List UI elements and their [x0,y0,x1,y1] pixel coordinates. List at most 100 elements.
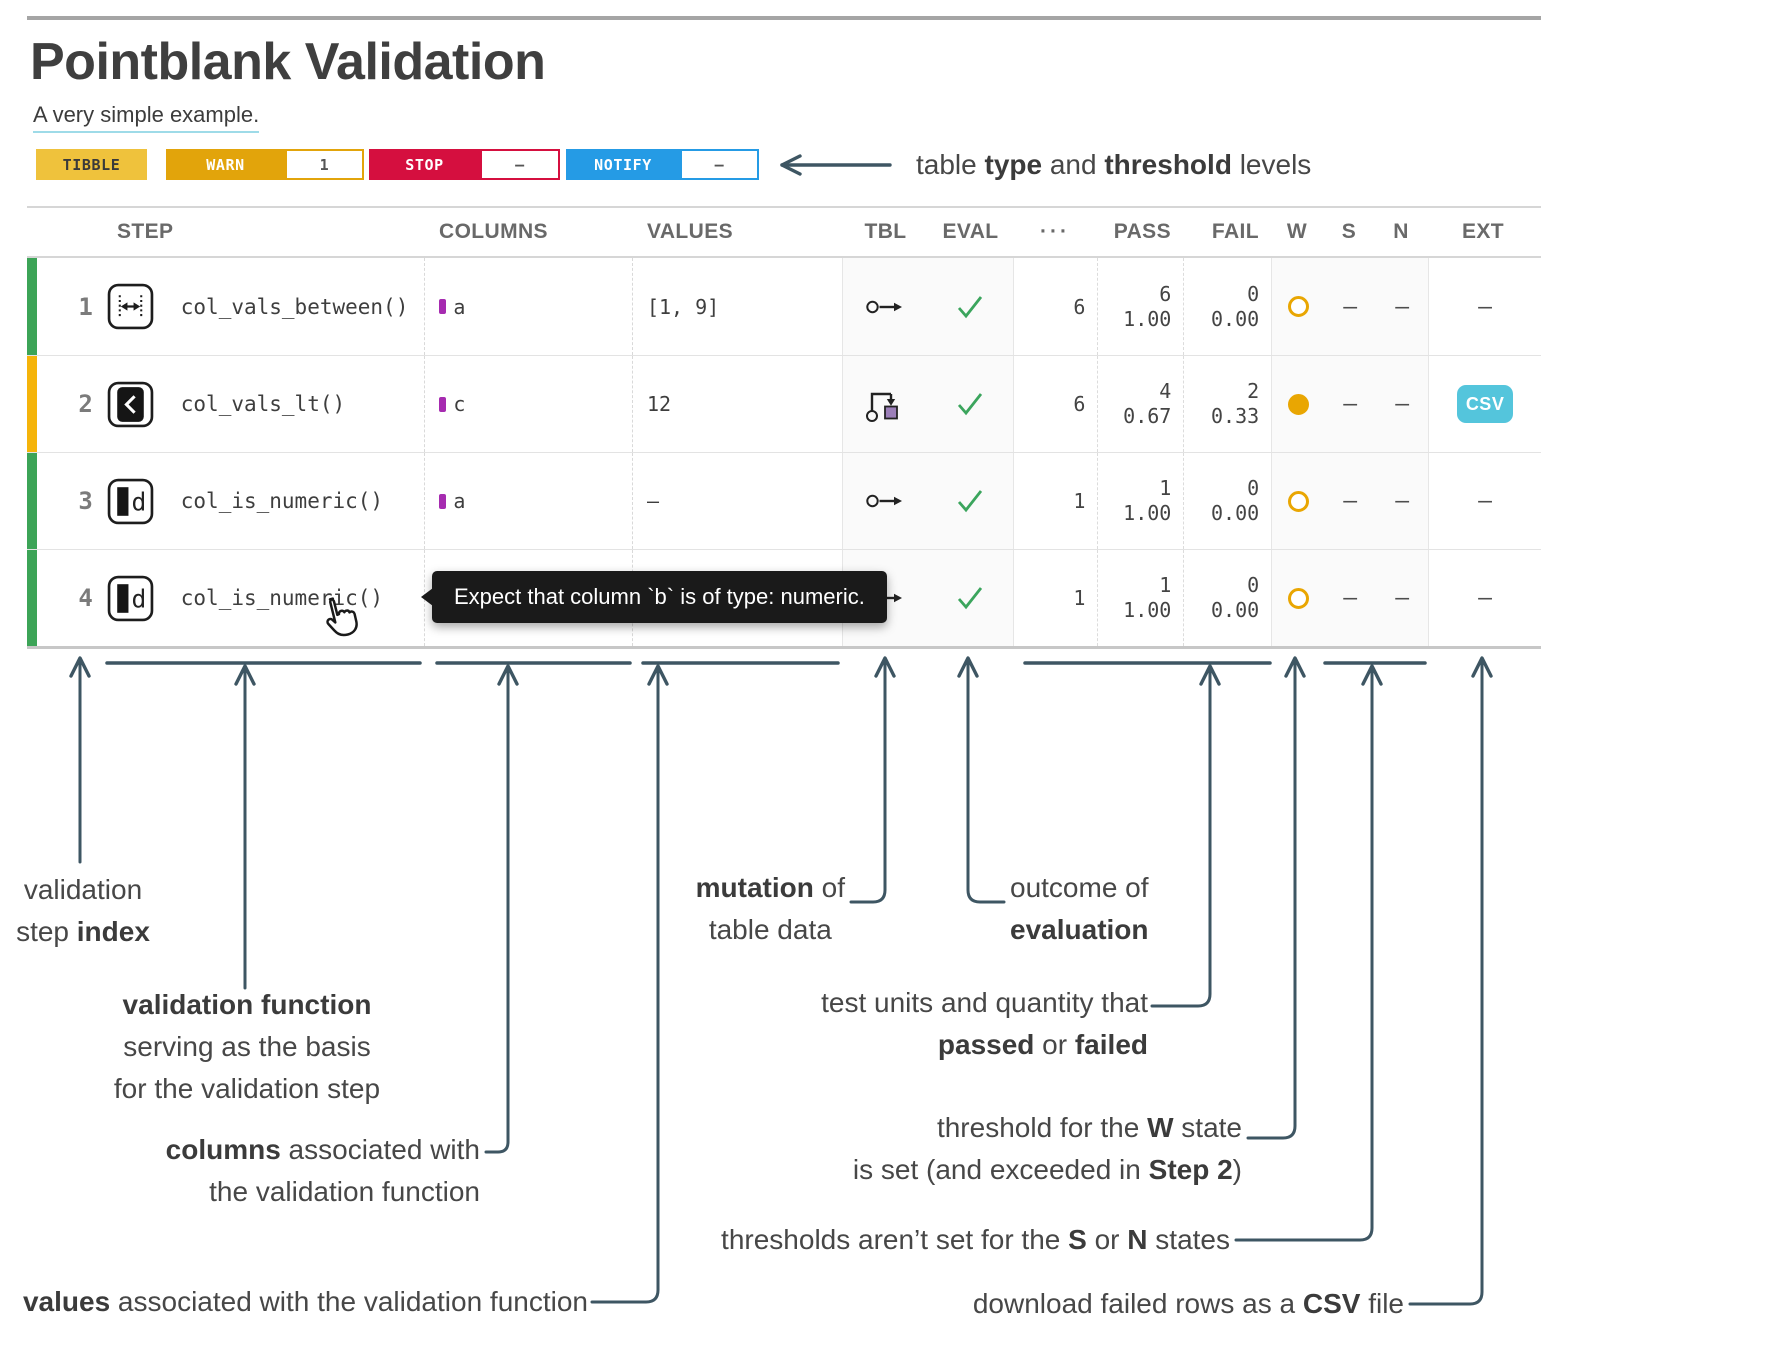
check-icon [928,356,1013,452]
values-cell: 12 [631,356,842,452]
validation-function[interactable]: col_is_numeric() [180,489,384,513]
columns-cell: a [424,453,632,549]
table-row: 2 col_vals_lt() c 12 [27,355,1541,452]
warn-badge-label: WARN [166,149,285,180]
annotation-columns: columns associated with the validation f… [165,1134,480,1207]
status-bar [27,453,37,549]
column-header-ext: EXT [1461,220,1505,243]
column-header-fail: FAIL [1211,220,1259,243]
notify-badge-value: — [680,149,759,180]
table-unchanged-icon [843,258,928,355]
annotation-values: values associated with the validation fu… [22,1286,588,1317]
warn-badge-value: 1 [285,149,364,180]
wsn-group: — — [1271,356,1430,452]
tbl-eval-group [841,453,1014,549]
column-name: a [453,489,466,513]
validation-function[interactable]: col_vals_between() [180,294,409,319]
w-threshold-circle-icon [1272,356,1324,452]
wsn-group: — — [1271,453,1430,549]
n-threshold: — [1395,488,1410,514]
tooltip: Expect that column `b` is of type: numer… [421,571,887,623]
columns-cell: c [424,356,632,452]
annotation-mutation: mutation of table data [695,872,845,945]
n-threshold: — [1395,293,1410,320]
column-header-w: W [1286,220,1308,243]
test-units: 6 [1073,294,1086,319]
tbl-eval-group [841,258,1014,355]
svg-text:d: d [131,487,146,516]
status-bar [27,258,37,355]
annotation-csv-download: download failed rows as a CSV file [972,1288,1404,1319]
table-row: 1 col_vals_between() a [1, 9] [27,258,1541,355]
wsn-group: — — [1271,550,1430,646]
subtitle-text: A very simple example. [33,102,260,133]
annotation-validation-function: validation function serving as the basis… [113,989,381,1104]
column-marker-icon [439,396,447,412]
annotation-outcome: outcome of evaluation [1010,872,1149,945]
w-threshold-circle-icon [1272,453,1324,549]
values-cell: — [631,453,842,549]
col-vals-between-icon [97,258,167,355]
csv-download-button[interactable]: CSV [1457,385,1514,423]
n-threshold: — [1395,585,1410,611]
tbl-eval-group [841,356,1014,452]
s-threshold: — [1343,391,1358,417]
step-index: 3 [78,487,93,515]
check-icon [928,550,1013,646]
test-units: 1 [1073,489,1086,513]
step-index: 1 [78,292,93,321]
test-units: 6 [1073,392,1086,416]
column-name: a [453,294,466,319]
test-units: 1 [1073,586,1086,610]
extract-cell: — [1478,488,1493,514]
annotation-step-index: validation step index [16,874,150,947]
check-icon [928,258,1013,355]
column-header-values: VALUES [647,220,734,243]
col-is-numeric-icon: d [97,453,167,549]
col-is-numeric-icon: d [97,550,167,646]
table-header-row: STEP COLUMNS VALUES TBL EVAL ··· PASS FA… [27,208,1541,258]
annotation-sn-thresholds: thresholds aren’t set for the S or N sta… [721,1224,1230,1255]
extract-cell: — [1478,585,1493,611]
check-icon [928,453,1013,549]
page-title: Pointblank Validation [30,33,546,91]
annotation-pass-fail: test units and quantity that passed or f… [821,987,1148,1060]
column-header-pass: PASS [1113,220,1171,243]
columns-cell: a [424,258,632,355]
column-name: c [453,392,466,416]
step-index: 2 [78,390,93,418]
column-header-columns: COLUMNS [439,220,548,243]
tibble-badge: TIBBLE [36,149,147,180]
top-divider [27,16,1541,20]
column-header-tbl: TBL [864,220,907,243]
status-bar [27,550,37,646]
values-cell: [1, 9] [631,258,842,355]
validation-function[interactable]: col_is_numeric() [180,586,384,610]
svg-text:d: d [131,584,146,613]
status-bar [27,356,37,452]
annotation-type-thresholds: table type and threshold levels [916,149,1312,180]
annotation-w-threshold: threshold for the W state is set (and ex… [852,1112,1242,1185]
column-header-s: S [1341,220,1357,243]
column-header-eval: EVAL [942,220,999,243]
w-threshold-circle-icon [1272,550,1324,646]
extract-cell: — [1478,293,1493,320]
column-marker-icon [439,493,447,509]
w-threshold-circle-icon [1272,258,1324,355]
validation-function[interactable]: col_vals_lt() [180,392,346,416]
col-vals-lt-icon [97,356,167,452]
s-threshold: — [1343,293,1358,320]
stop-badge-label: STOP [369,149,480,180]
stop-badge-value: — [480,149,560,180]
extract-cell: CSV [1429,356,1541,452]
table-row: 3 d col_is_numeric() a — [27,452,1541,549]
column-header-step: STEP [117,220,174,243]
